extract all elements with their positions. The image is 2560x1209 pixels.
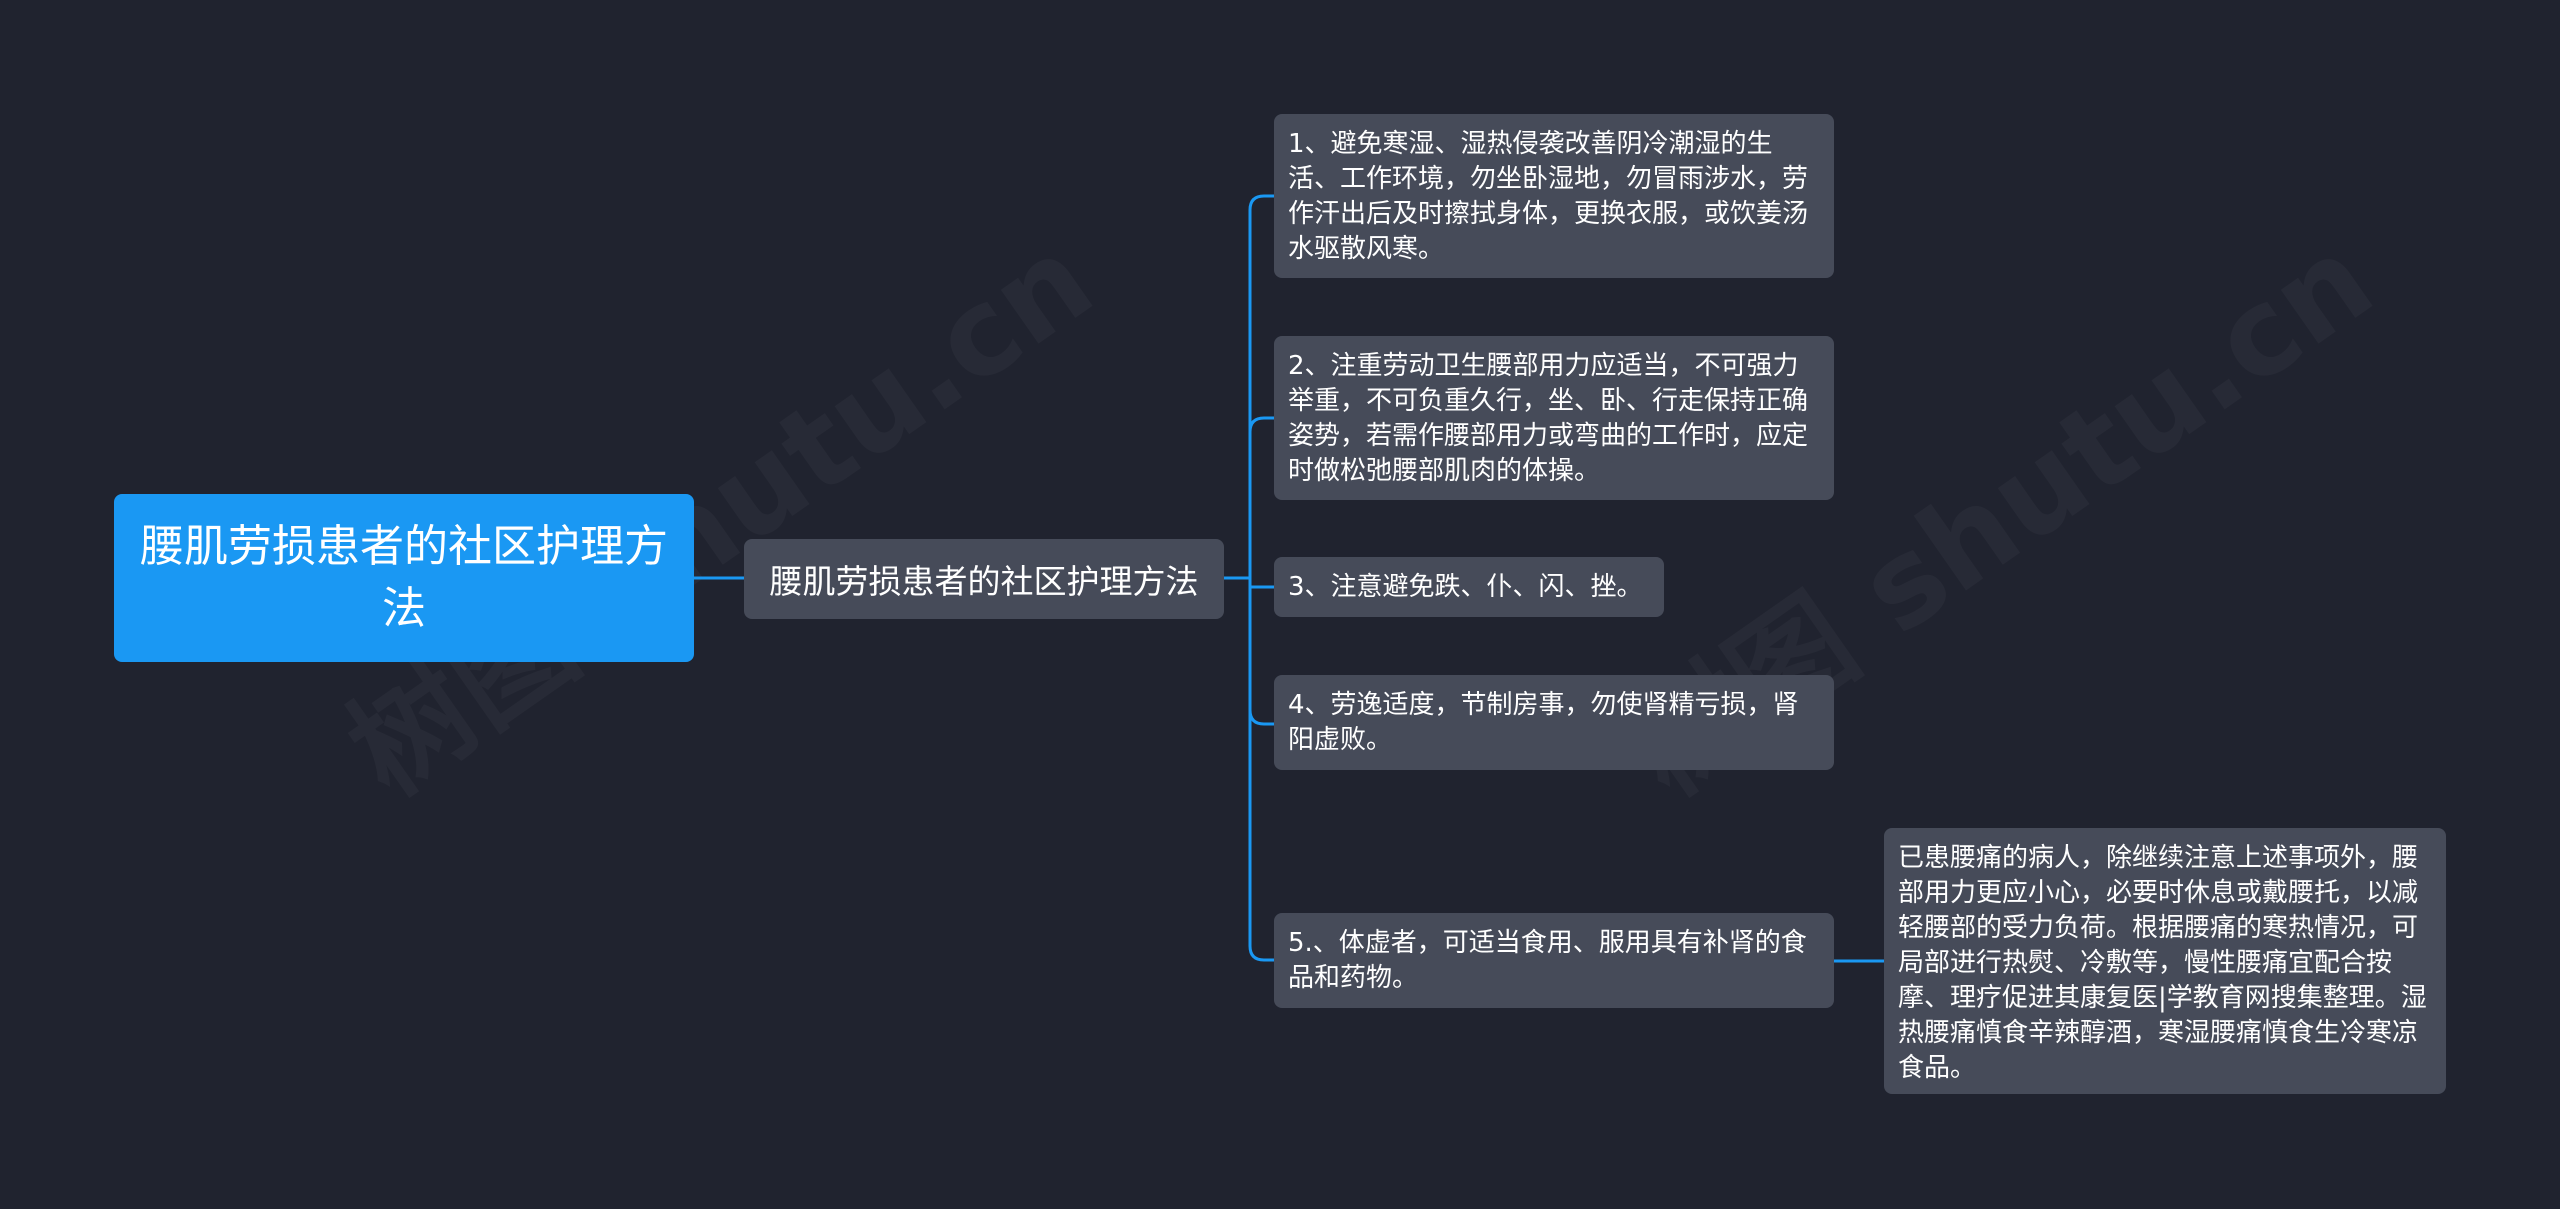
branch-node[interactable]: 腰肌劳损患者的社区护理方法 (744, 539, 1224, 619)
leaf-text: 1、避免寒湿、湿热侵袭改善阴冷潮湿的生活、工作环境，勿坐卧湿地，勿冒雨涉水，劳作… (1288, 129, 1809, 264)
connector-leaf-4 (1248, 709, 1274, 726)
leaf-node-5[interactable]: 5.、体虚者，可适当食用、服用具有补肾的食品和药物。 (1274, 913, 1834, 1008)
leaf-text: 3、注意避免跌、仆、闪、挫。 (1288, 572, 1643, 602)
connector-leaf-5 (1248, 945, 1274, 962)
connector-leaf-1 (1248, 194, 1274, 211)
leaf-node-2[interactable]: 2、注重劳动卫生腰部用力应适当，不可强力举重，不可负重久行，坐、卧、行走保持正确… (1274, 336, 1834, 500)
branch-label: 腰肌劳损患者的社区护理方法 (769, 562, 1199, 601)
connector-leaf-2 (1248, 416, 1274, 433)
leaf-text: 2、注重劳动卫生腰部用力应适当，不可强力举重，不可负重久行，坐、卧、行走保持正确… (1288, 351, 1809, 486)
leaf-node-4[interactable]: 4、劳逸适度，节制房事，勿使肾精亏损，肾阳虚败。 (1274, 675, 1834, 770)
leaf-node-1[interactable]: 1、避免寒湿、湿热侵袭改善阴冷潮湿的生活、工作环境，勿坐卧湿地，勿冒雨涉水，劳作… (1274, 114, 1834, 278)
sub-leaf-node[interactable]: 已患腰痛的病人，除继续注意上述事项外，腰部用力更应小心，必要时休息或戴腰托，以减… (1884, 828, 2446, 1094)
sub-leaf-text: 已患腰痛的病人，除继续注意上述事项外，腰部用力更应小心，必要时休息或戴腰托，以减… (1898, 843, 2427, 1083)
leaf-text: 5.、体虚者，可适当食用、服用具有补肾的食品和药物。 (1288, 928, 1807, 993)
leaf-text: 4、劳逸适度，节制房事，勿使肾精亏损，肾阳虚败。 (1288, 690, 1799, 755)
root-label: 腰肌劳损患者的社区护理方法 (140, 521, 668, 634)
root-node[interactable]: 腰肌劳损患者的社区护理方法 (114, 494, 694, 662)
leaf-node-3[interactable]: 3、注意避免跌、仆、闪、挫。 (1274, 557, 1664, 617)
